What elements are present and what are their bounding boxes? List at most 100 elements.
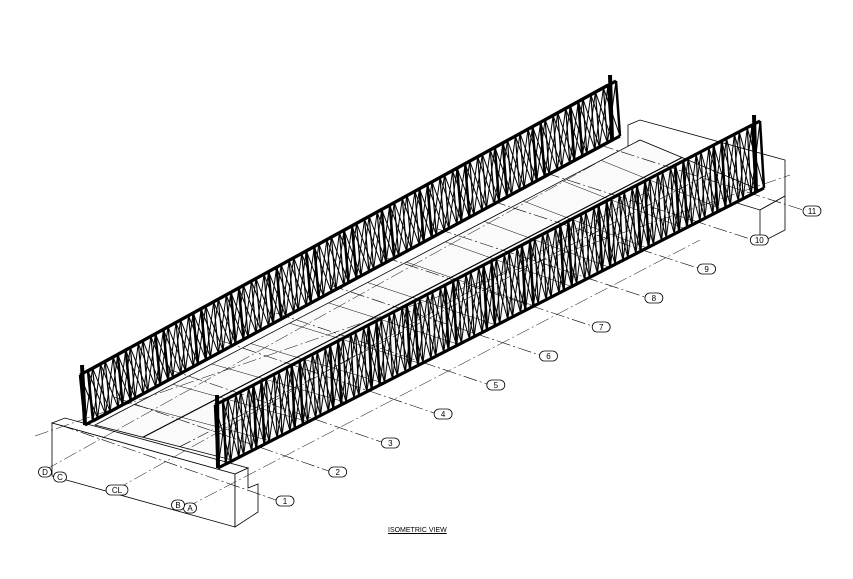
truss-diagonal xyxy=(502,142,521,191)
truss-post xyxy=(594,91,601,147)
truss-diagonal xyxy=(721,140,739,202)
truss-post xyxy=(558,224,566,291)
truss-post xyxy=(431,181,437,236)
truss-diagonal xyxy=(351,225,370,272)
axis-label-a: A xyxy=(187,504,193,513)
truss-diagonal xyxy=(260,380,278,438)
gridline-5 xyxy=(275,312,487,385)
truss-post xyxy=(255,278,262,331)
truss-post xyxy=(465,274,470,340)
truss-post xyxy=(635,184,642,252)
truss-post xyxy=(700,151,706,219)
truss-post xyxy=(328,344,335,409)
end-post xyxy=(608,74,614,141)
truss-diagonal xyxy=(554,227,573,287)
truss-post xyxy=(531,126,538,181)
truss-diagonal xyxy=(452,280,470,340)
truss-post xyxy=(738,131,744,199)
gridline-1 xyxy=(59,424,277,501)
truss-post xyxy=(495,258,501,324)
axis-bubble-d xyxy=(38,466,52,478)
truss-post xyxy=(426,294,432,359)
gridline-bubble-6 xyxy=(539,350,558,362)
truss-post xyxy=(350,334,355,399)
truss-post xyxy=(516,247,522,313)
axis-bubble-c xyxy=(53,471,67,483)
truss-diagonal xyxy=(542,234,560,294)
gridline-label-11: 11 xyxy=(808,207,817,216)
axis-bubble-b xyxy=(171,499,185,511)
truss-diagonal xyxy=(593,207,611,267)
truss-post xyxy=(229,292,237,344)
truss-diagonal xyxy=(363,327,381,386)
truss-post xyxy=(124,350,132,401)
truss-diagonal xyxy=(350,334,368,392)
truss-diagonal xyxy=(222,400,240,458)
truss-post xyxy=(129,347,136,398)
truss-post xyxy=(463,163,471,218)
deck-joint xyxy=(328,302,459,345)
truss-post xyxy=(413,300,420,366)
truss-post xyxy=(316,351,322,416)
truss-post xyxy=(104,361,111,412)
truss-post xyxy=(305,250,313,303)
truss-post xyxy=(618,194,624,261)
truss-post xyxy=(501,143,509,198)
truss-diagonal xyxy=(414,191,433,238)
truss-post xyxy=(217,298,224,351)
truss-diagonal xyxy=(464,163,483,211)
truss-post xyxy=(375,320,381,386)
truss-post xyxy=(733,134,739,202)
gridline-bubble-9 xyxy=(697,263,716,275)
truss-post xyxy=(443,284,450,350)
truss-post xyxy=(477,156,483,211)
truss-diagonal xyxy=(657,174,675,235)
truss-post xyxy=(154,333,162,385)
gridline-label-2: 2 xyxy=(335,468,340,477)
truss-post xyxy=(426,184,434,238)
truss-post xyxy=(376,212,383,265)
truss-post xyxy=(167,326,174,378)
truss-post xyxy=(585,211,591,278)
truss-diagonal xyxy=(580,214,598,274)
truss-post xyxy=(199,308,208,361)
truss-diagonal xyxy=(414,300,432,359)
truss-post xyxy=(695,154,701,221)
truss-post xyxy=(263,274,270,327)
truss-post xyxy=(669,167,675,235)
truss-post xyxy=(623,191,629,258)
truss-diagonal xyxy=(313,246,332,293)
near-abutment xyxy=(50,417,259,528)
deck-joint xyxy=(523,200,647,249)
truss-post xyxy=(554,227,560,294)
truss-post xyxy=(286,367,291,432)
truss-diagonal xyxy=(248,387,265,445)
truss-post xyxy=(451,170,458,225)
truss-diagonal xyxy=(401,307,419,366)
truss-post xyxy=(590,94,596,150)
gridline-label-7: 7 xyxy=(599,323,604,332)
truss-diagonal xyxy=(489,149,508,198)
truss-post xyxy=(661,171,667,239)
truss-post xyxy=(478,267,483,333)
view-title: ISOMETRIC VIEW xyxy=(388,527,447,534)
end-post xyxy=(80,364,87,426)
truss-diagonal xyxy=(337,340,355,399)
truss-post xyxy=(482,264,489,331)
truss-post xyxy=(401,307,406,373)
truss-diagonal xyxy=(670,167,688,228)
truss-post xyxy=(506,140,513,195)
truss-diagonal xyxy=(338,232,357,279)
truss-post xyxy=(137,343,144,394)
truss-diagonal xyxy=(235,394,253,451)
truss-diagonal xyxy=(112,357,132,401)
truss-diagonal xyxy=(733,134,752,195)
truss-post xyxy=(179,319,186,371)
truss-diagonal xyxy=(301,253,320,300)
deck-joint xyxy=(406,261,534,306)
truss-diagonal xyxy=(100,363,119,408)
gridline-bubble-11 xyxy=(802,205,822,217)
truss-post xyxy=(380,318,386,383)
truss-post xyxy=(649,178,655,245)
truss-post xyxy=(439,287,445,353)
